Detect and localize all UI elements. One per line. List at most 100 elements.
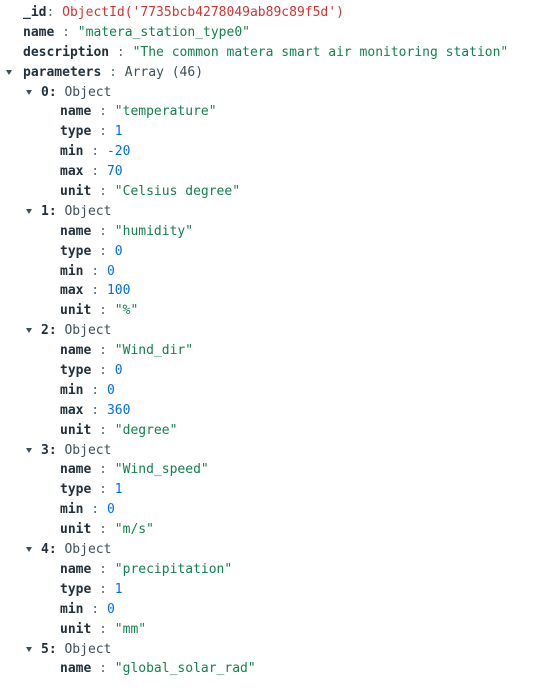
field-key: max	[60, 402, 84, 418]
field-key: name	[60, 661, 92, 677]
field-name: name : "Wind_speed"	[60, 462, 209, 478]
field-key: name	[60, 561, 92, 577]
field-value: 0	[114, 243, 123, 259]
field-value: 70	[106, 164, 123, 180]
field-min: min : 0	[60, 382, 115, 398]
field-name: name : "temperature"	[60, 104, 217, 120]
field-value: 100	[106, 283, 131, 299]
field-key: min	[60, 263, 84, 279]
field-key: type	[60, 482, 92, 498]
caret-down-icon[interactable]	[26, 89, 32, 95]
item-type: Object	[64, 542, 112, 558]
field-value: 1	[114, 581, 123, 597]
field-type: type : 0	[60, 243, 123, 259]
field-key: unit	[60, 422, 92, 438]
array-item-3[interactable]: 3: Object	[0, 441, 550, 461]
field-value: "precipitation"	[114, 561, 233, 577]
caret-down-icon[interactable]	[26, 646, 32, 652]
field-value: "Wind_dir"	[114, 343, 194, 359]
field-parameters[interactable]: parameters : Array (46)	[0, 63, 550, 83]
field-value: 0	[114, 363, 123, 379]
caret-down-icon[interactable]	[26, 547, 32, 553]
field-key: parameters	[23, 64, 102, 80]
field-key: type	[60, 124, 92, 140]
item-type: Object	[64, 84, 112, 100]
caret-down-icon[interactable]	[26, 208, 32, 214]
document-viewer: _id: ObjectId('7735bcb4278049ab89c89f5d'…	[0, 3, 550, 679]
field-value: "Wind_speed"	[114, 462, 209, 478]
field-name: name : "precipitation"	[60, 561, 233, 577]
field-unit: unit : "Celsius degree"	[60, 184, 241, 200]
field-key: min	[60, 144, 84, 160]
field-key: max	[60, 283, 84, 299]
item-index: 4:	[41, 542, 57, 558]
array-item-0[interactable]: 0: Object	[0, 83, 550, 103]
field-unit: unit : "%"	[60, 303, 139, 319]
array-item-1[interactable]: 1: Object	[0, 202, 550, 222]
item-index: 3:	[41, 442, 57, 458]
field-value: "humidity"	[114, 223, 194, 239]
field-key: type	[60, 363, 92, 379]
item-index: 5:	[41, 641, 57, 657]
array-count: Array (46)	[124, 64, 204, 80]
field-key: type	[60, 581, 92, 597]
field-description: description : "The common matera smart a…	[23, 44, 509, 60]
field-key: name	[60, 343, 92, 359]
field-type: type : 1	[60, 124, 123, 140]
field-key: name	[60, 462, 92, 478]
field-key: _id	[23, 5, 47, 20]
item-index: 0:	[41, 84, 57, 100]
field-min: min : 0	[60, 601, 115, 617]
item-index: 2:	[41, 323, 57, 339]
field-id: _id: ObjectId('7735bcb4278049ab89c89f5d'…	[23, 5, 344, 20]
field-key: min	[60, 502, 84, 518]
field-value: "degree"	[114, 422, 178, 438]
field-key: description	[23, 44, 110, 60]
field-value: "matera_station_type0"	[77, 24, 250, 40]
array-item-4[interactable]: 4: Object	[0, 540, 550, 560]
item-type: Object	[64, 442, 112, 458]
field-value: ObjectId('7735bcb4278049ab89c89f5d')	[62, 5, 344, 20]
field-key: unit	[60, 621, 92, 637]
field-max: max : 360	[60, 402, 131, 418]
field-value: 0	[106, 502, 115, 518]
field-value: 0	[106, 601, 115, 617]
field-name: name : "matera_station_type0"	[23, 24, 250, 40]
field-value: "mm"	[114, 621, 147, 637]
field-value: 0	[106, 263, 115, 279]
field-min: min : 0	[60, 263, 115, 279]
field-type: type : 1	[60, 581, 123, 597]
array-item-5[interactable]: 5: Object	[0, 640, 550, 660]
field-value: "Celsius degree"	[114, 184, 241, 200]
item-type: Object	[64, 641, 112, 657]
field-key: name	[23, 24, 55, 40]
field-value: "%"	[114, 303, 139, 319]
field-value: "The common matera smart air monitoring …	[132, 44, 509, 60]
field-key: name	[60, 104, 92, 120]
field-value: "m/s"	[114, 522, 154, 538]
field-value: 1	[114, 124, 123, 140]
field-min: min : -20	[60, 144, 131, 160]
field-unit: unit : "mm"	[60, 621, 147, 637]
field-name: name : "humidity"	[60, 223, 194, 239]
array-item-2[interactable]: 2: Object	[0, 321, 550, 341]
field-max: max : 70	[60, 164, 123, 180]
field-type: type : 0	[60, 363, 123, 379]
field-key: unit	[60, 522, 92, 538]
field-key: unit	[60, 184, 92, 200]
field-key: name	[60, 223, 92, 239]
field-unit: unit : "degree"	[60, 422, 178, 438]
field-name: name : "Wind_dir"	[60, 343, 194, 359]
field-value: 1	[114, 482, 123, 498]
field-key: type	[60, 243, 92, 259]
caret-down-icon[interactable]	[26, 447, 32, 453]
field-key: max	[60, 164, 84, 180]
field-name: name : "global_solar_rad"	[60, 661, 256, 677]
field-key: min	[60, 382, 84, 398]
field-key: unit	[60, 303, 92, 319]
caret-down-icon[interactable]	[6, 69, 12, 75]
field-type: type : 1	[60, 482, 123, 498]
field-max: max : 100	[60, 283, 131, 299]
caret-down-icon[interactable]	[26, 328, 32, 334]
